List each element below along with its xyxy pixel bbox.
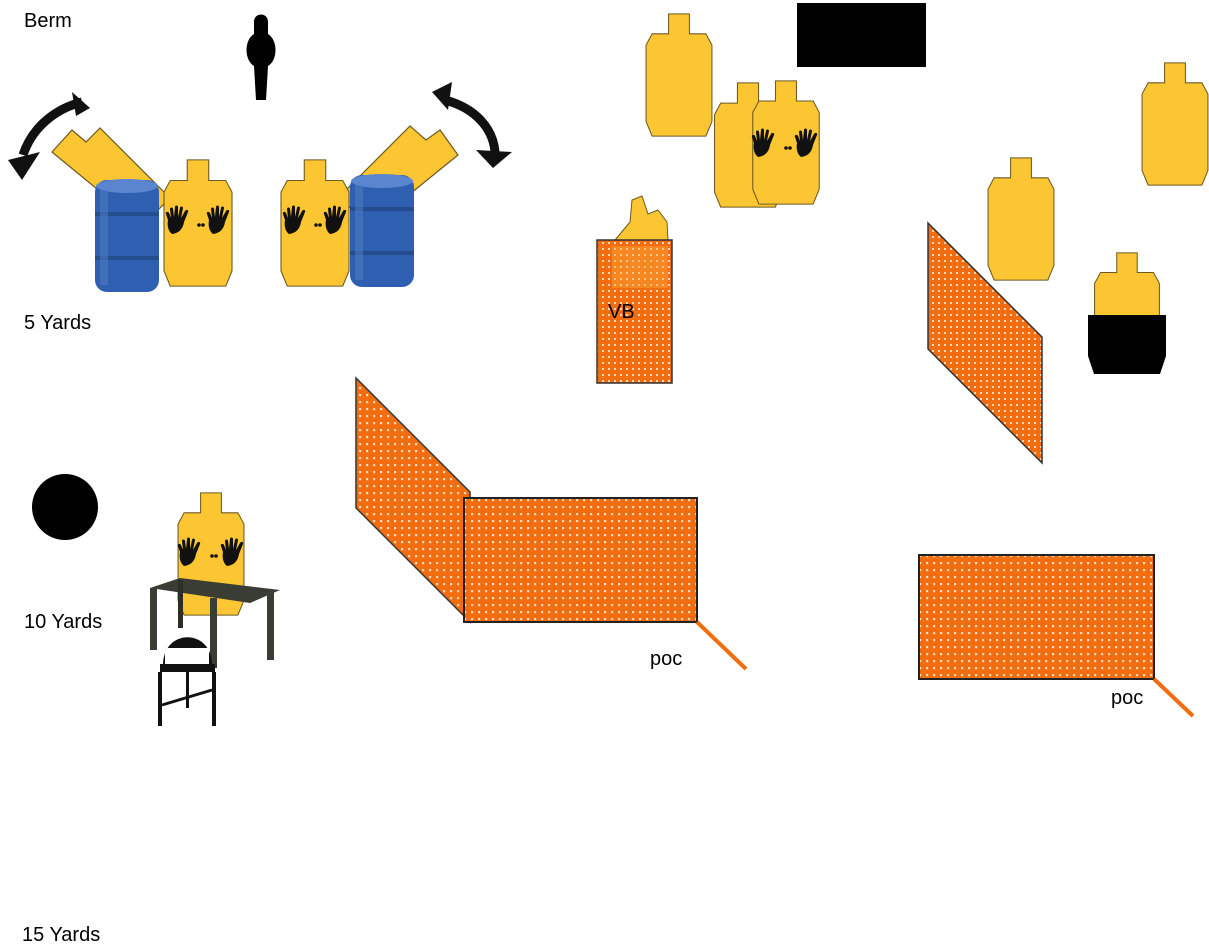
no-shoot-target-1: [163, 159, 233, 287]
table-icon: [150, 578, 280, 668]
rotate-arrow-left-icon: [8, 92, 90, 180]
poc-label-2: poc: [1111, 687, 1143, 709]
yards-5-label: 5 Yards: [24, 312, 91, 334]
paper-target-right-top: [1141, 62, 1209, 186]
steel-plate-icon: [32, 474, 98, 540]
wall-center: [463, 497, 698, 623]
fault-line-2: [1152, 677, 1195, 718]
vb-label: VB: [608, 301, 635, 323]
yards-10-label: 10 Yards: [24, 611, 102, 633]
angled-wall-right: [927, 221, 1043, 465]
black-rectangle: [797, 3, 926, 67]
yards-15-label: 15 Yards: [22, 924, 100, 946]
poc-label-1: poc: [650, 648, 682, 670]
paper-target-center-1: [645, 13, 713, 137]
hardcover-target: [1088, 252, 1166, 374]
popper-target-icon: [246, 14, 276, 100]
vb-barricade: [596, 195, 673, 384]
barrel-right-icon: [350, 174, 414, 287]
chair-icon: [158, 637, 216, 726]
fault-line-1: [695, 620, 748, 671]
berm-label: Berm: [24, 10, 72, 32]
no-shoot-target-3: [751, 80, 820, 205]
barrel-left-icon: [95, 179, 159, 292]
no-shoot-target-4: [177, 492, 245, 616]
no-shoot-target-2: [280, 159, 350, 287]
wall-right: [918, 554, 1155, 680]
paper-target-right-middle: [987, 157, 1055, 281]
rotate-arrow-right-icon: [432, 82, 512, 168]
angled-wall-center: [355, 376, 471, 624]
